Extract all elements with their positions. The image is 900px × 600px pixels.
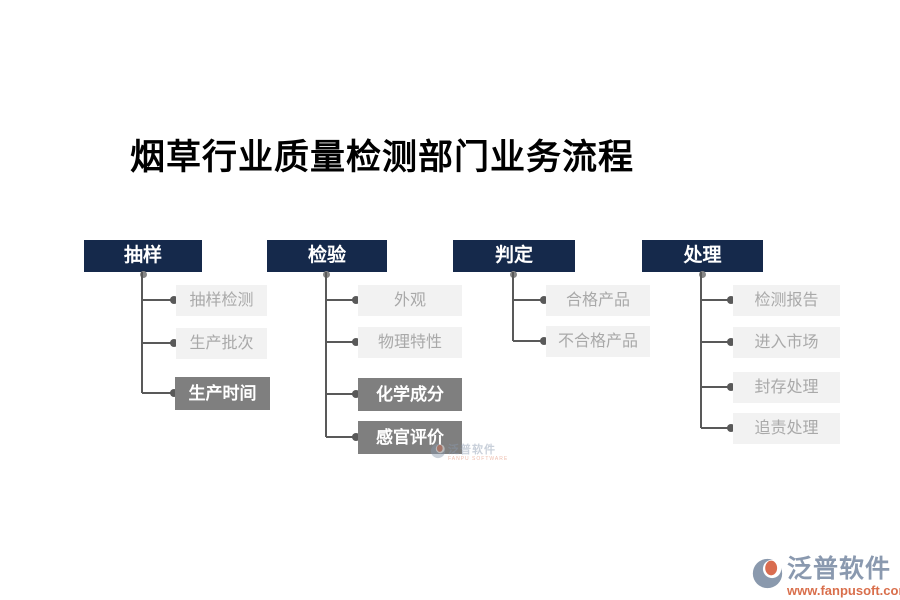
connector-trunk — [512, 272, 514, 341]
branch-dot — [352, 338, 360, 346]
branch-dot — [170, 339, 178, 347]
connector-trunk — [141, 272, 143, 393]
item-market-entry: 进入市场 — [733, 327, 840, 358]
item-appearance: 外观 — [358, 285, 462, 316]
item-production-batch: 生产批次 — [176, 328, 267, 359]
connector-branch — [326, 436, 358, 438]
branch-dot — [540, 296, 548, 304]
watermark-brand: 泛普软件 — [448, 444, 496, 456]
connector-branch — [326, 393, 358, 395]
header-dot — [699, 271, 706, 278]
item-sensory-evaluation: 感官评价 — [358, 421, 462, 454]
branch-dot — [170, 296, 178, 304]
item-physical-properties: 物理特性 — [358, 327, 462, 358]
footer-logo: 泛普软件 www.fanpusoft.com — [751, 557, 900, 597]
branch-dot — [352, 296, 360, 304]
stage-header-judgment: 判定 — [453, 240, 575, 272]
branch-dot — [170, 389, 178, 397]
item-unqualified-product: 不合格产品 — [546, 326, 650, 357]
item-qualified-product: 合格产品 — [546, 285, 650, 316]
item-sealed-storage: 封存处理 — [733, 372, 840, 403]
connector-branch — [142, 342, 176, 344]
connector-branch — [326, 341, 358, 343]
branch-dot — [727, 296, 735, 304]
footer-brand: 泛普软件 — [787, 555, 892, 583]
page-title: 烟草行业质量检测部门业务流程 — [130, 138, 635, 177]
item-accountability: 追责处理 — [733, 413, 840, 444]
branch-dot — [727, 424, 735, 432]
connector-branch — [142, 299, 176, 301]
header-dot — [140, 271, 147, 278]
connector-branch — [326, 299, 358, 301]
item-test-report: 检测报告 — [733, 285, 840, 316]
connector-trunk — [325, 272, 327, 437]
connector-trunk — [700, 272, 702, 428]
branch-dot — [727, 383, 735, 391]
branch-dot — [352, 433, 360, 441]
stage-header-inspection: 检验 — [267, 240, 387, 272]
connector-branch — [701, 386, 733, 388]
branch-dot — [352, 390, 360, 398]
fanpu-logo-icon — [751, 557, 784, 595]
item-chemical-composition: 化学成分 — [358, 378, 462, 411]
footer-url: www.fanpusoft.com — [787, 583, 900, 598]
stage-header-sampling: 抽样 — [84, 240, 202, 272]
fanpu-logo-icon — [430, 443, 446, 464]
branch-dot — [540, 337, 548, 345]
connector-branch — [513, 299, 546, 301]
connector-branch — [701, 341, 733, 343]
watermark-subtitle: FANPU SOFTWARE — [448, 456, 509, 462]
connector-branch — [701, 427, 733, 429]
branch-dot — [727, 338, 735, 346]
item-production-time: 生产时间 — [175, 377, 270, 410]
item-sampling-test: 抽样检测 — [176, 285, 267, 316]
connector-branch — [701, 299, 733, 301]
watermark: 泛普软件 FANPU SOFTWARE — [430, 443, 508, 464]
connector-branch — [142, 392, 176, 394]
stage-header-handling: 处理 — [642, 240, 763, 272]
connector-branch — [513, 340, 546, 342]
